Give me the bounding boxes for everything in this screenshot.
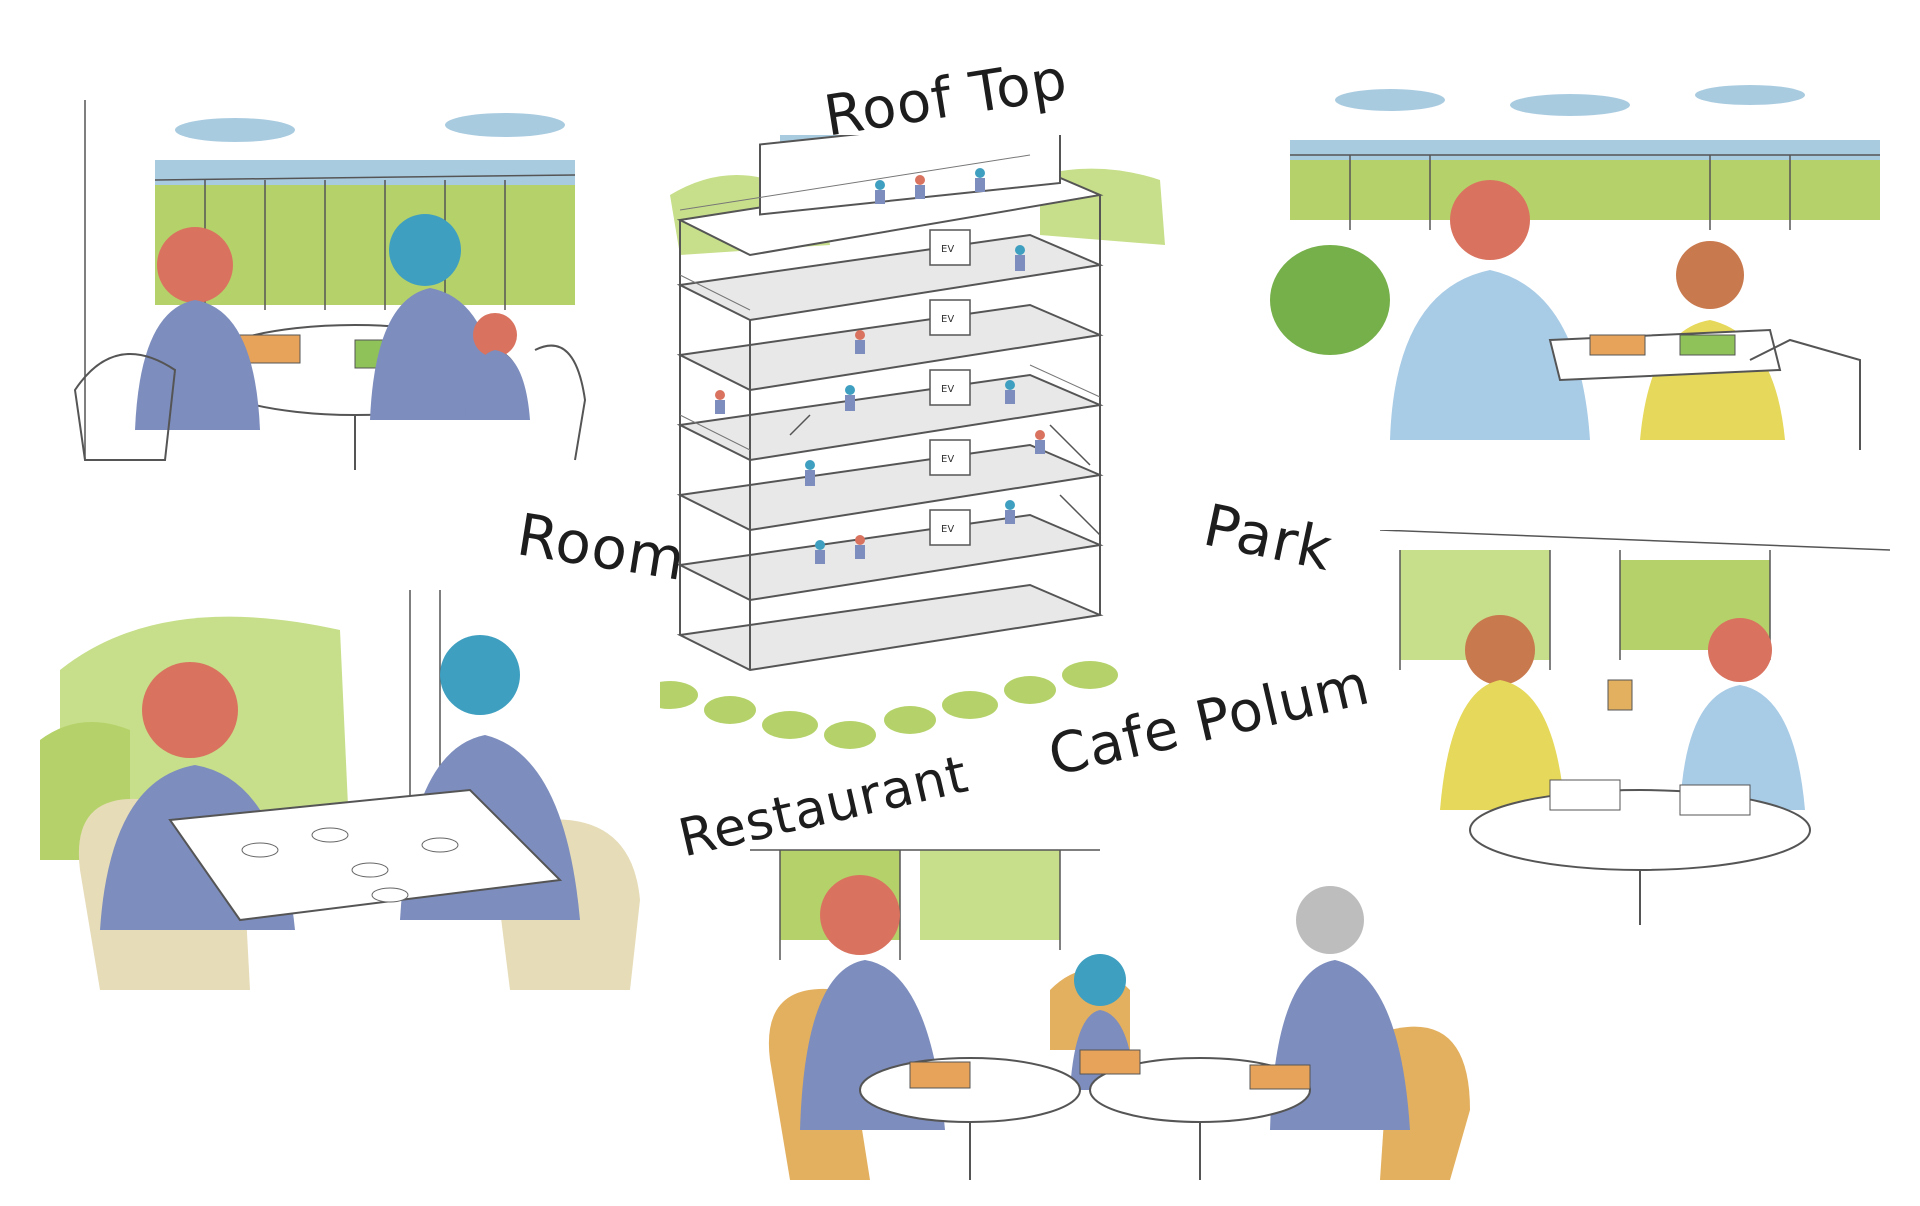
building-cutaway: EV EV EV EV EV: [660, 135, 1220, 755]
elevator-label: EV: [941, 384, 954, 395]
scene-park-cafe: [1380, 530, 1890, 930]
building-illustration: EV EV EV EV EV: [660, 135, 1165, 749]
scene-room-dining: [40, 590, 650, 1020]
scene-family-terrace: [55, 100, 645, 480]
scene-couple-terrace: [1270, 80, 1900, 460]
elevator-label: EV: [941, 524, 954, 535]
elevator-label: EV: [941, 454, 954, 465]
elevator-label: EV: [941, 314, 954, 325]
elevator-label: EV: [941, 244, 954, 255]
scene-restaurant: [750, 830, 1500, 1190]
